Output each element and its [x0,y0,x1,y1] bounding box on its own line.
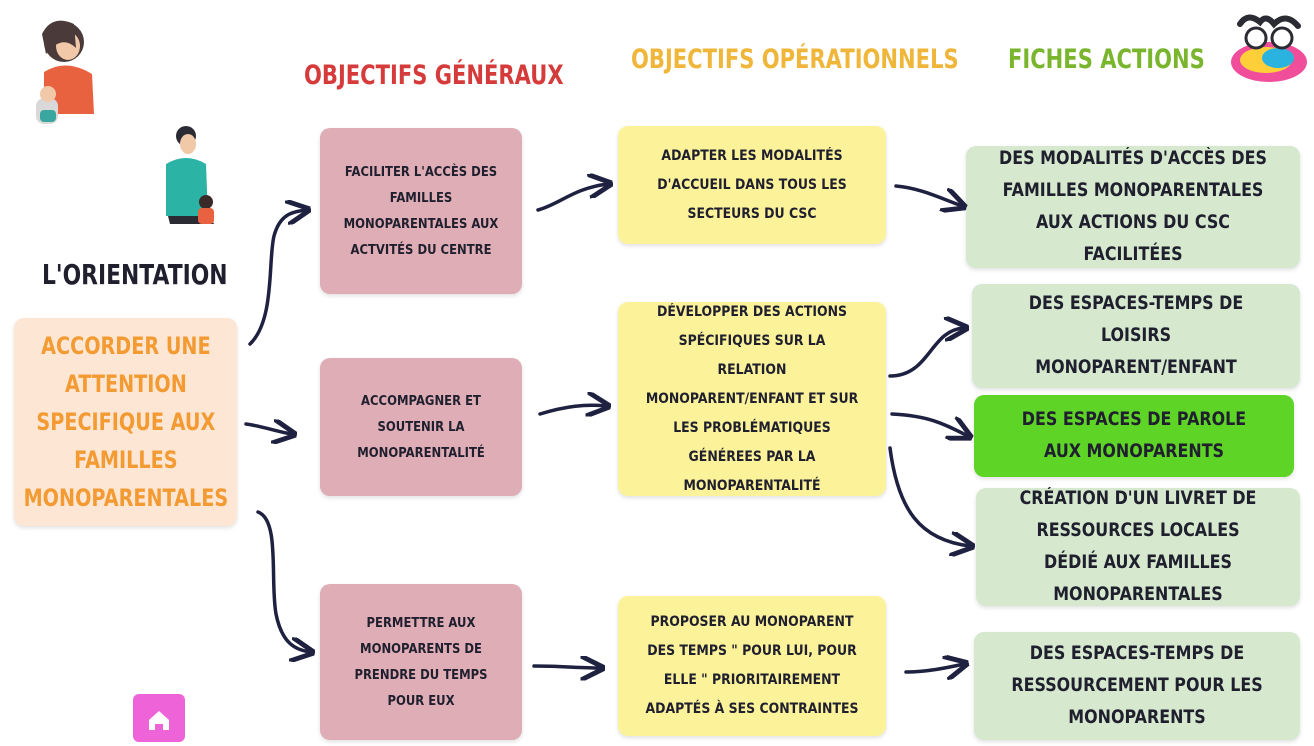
arrow-operational-2-to-action-2 [888,328,964,378]
operational-objective-3-text: PROPOSER AU MONOPARENT DES TEMPS " POUR … [645,614,859,717]
operational-objectives-header: OBJECTIFS OPÉRATIONNELS [631,44,959,75]
general-objective-1-text: FACILITER L'ACCÈS DES FAMILLES MONOPAREN… [343,164,499,258]
arrow-general-3-to-operational-3 [532,666,600,668]
action-sheet-3-text: DES ESPACES DE PAROLE AUX MONOPARENTS [1021,409,1247,462]
action-sheet-5: DES ESPACES-TEMPS DE RESSOURCEMENT POUR … [974,632,1300,740]
action-sheet-4-text: CRÉATION D'UN LIVRET DE RESSOURCES LOCAL… [1019,488,1257,605]
orientation-header: L'ORIENTATION [42,258,228,291]
arrow-general-2-to-operational-2 [538,405,606,414]
general-objective-1: FACILITER L'ACCÈS DES FAMILLES MONOPAREN… [320,128,522,294]
operational-objective-3: PROPOSER AU MONOPARENT DES TEMPS " POUR … [618,596,886,736]
mother-child-illustration [36,20,94,124]
action-sheet-1: DES MODALITÉS D'ACCÈS DES FAMILLES MONOP… [966,146,1300,268]
arrow-orientation-to-general-3 [256,510,310,652]
action-sheet-2: DES ESPACES-TEMPS DE LOISIRS MONOPARENT/… [972,284,1300,388]
arrow-operational-1-to-action-1 [894,184,962,206]
general-objective-3-text: PERMETTRE AUX MONOPARENTS DE PRENDRE DU … [354,615,488,709]
orientation-box-text: ACCORDER UNE ATTENTION SPECIFIQUE AUX FA… [23,332,228,512]
arrow-operational-2-to-action-3 [890,412,968,436]
home-icon [149,711,169,730]
general-objective-2-text: ACCOMPAGNER ET SOUTENIR LA MONOPARENTALI… [357,393,485,461]
general-objective-3: PERMETTRE AUX MONOPARENTS DE PRENDRE DU … [320,584,522,740]
action-sheet-2-text: DES ESPACES-TEMPS DE LOISIRS MONOPARENT/… [1028,293,1244,378]
action-sheets-header: FICHES ACTIONS [1008,44,1205,75]
arrow-general-1-to-operational-1 [536,184,608,212]
father-child-illustration [166,126,214,224]
operational-objective-1-text: ADAPTER LES MODALITÉS D'ACCUEIL DANS TOU… [657,147,847,222]
action-sheet-1-text: DES MODALITÉS D'ACCÈS DES FAMILLES MONOP… [999,148,1267,265]
operational-objective-2: DÉVELOPPER DES ACTIONS SPÉCIFIQUES SUR L… [618,302,886,496]
orientation-box: ACCORDER UNE ATTENTION SPECIFIQUE AUX FA… [14,318,237,526]
arrow-operational-3-to-action-5 [904,664,964,672]
operational-objective-1: ADAPTER LES MODALITÉS D'ACCUEIL DANS TOU… [618,126,886,244]
general-objectives-header: OBJECTIFS GÉNÉRAUX [304,60,564,91]
family-logo-icon [1231,14,1307,82]
home-button[interactable] [133,694,185,742]
general-objective-2: ACCOMPAGNER ET SOUTENIR LA MONOPARENTALI… [320,358,522,496]
arrow-orientation-to-general-2 [244,424,292,434]
action-sheet-5-text: DES ESPACES-TEMPS DE RESSOURCEMENT POUR … [1011,643,1263,728]
action-sheet-3: DES ESPACES DE PAROLE AUX MONOPARENTS [974,395,1294,477]
arrow-operational-2-to-action-4 [888,446,970,546]
operational-objective-2-text: DÉVELOPPER DES ACTIONS SPÉCIFIQUES SUR L… [645,303,859,494]
action-sheet-4: CRÉATION D'UN LIVRET DE RESSOURCES LOCAL… [976,488,1300,606]
arrow-orientation-to-general-1 [248,210,306,346]
